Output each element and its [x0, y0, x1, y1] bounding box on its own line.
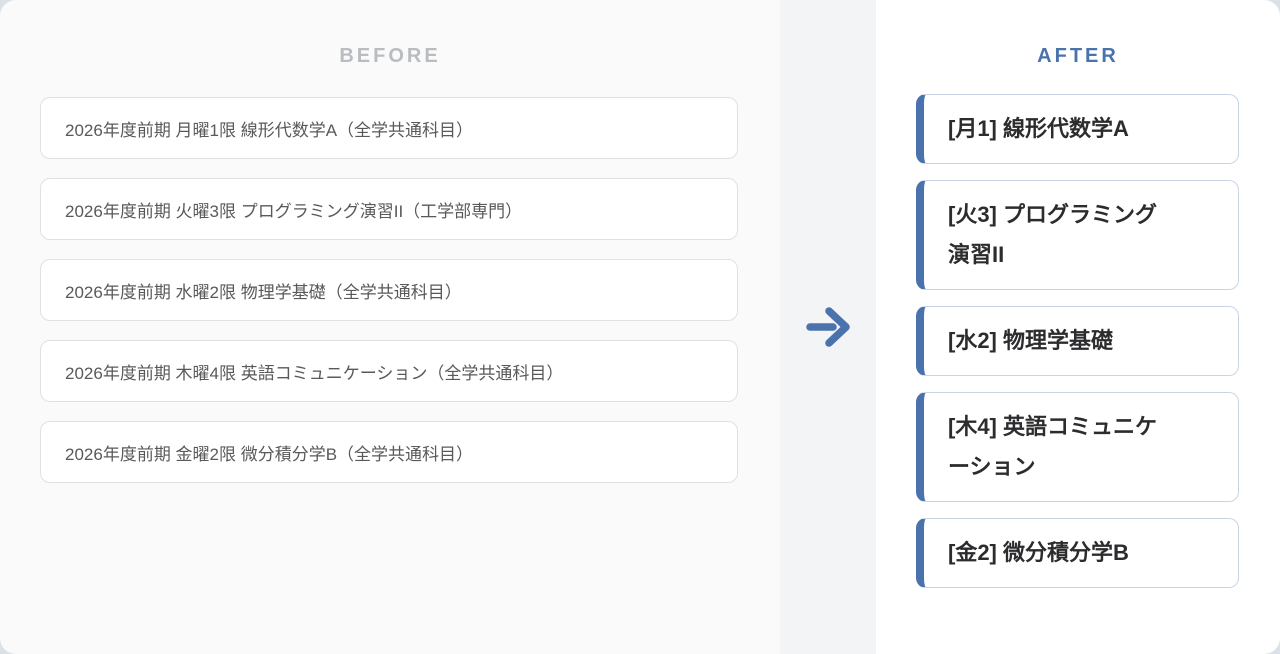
- before-title: BEFORE: [339, 45, 441, 67]
- before-course-item: 2026年度前期 火曜3限 プログラミング演習II（工学部専門）: [40, 178, 738, 240]
- before-course-label: 2026年度前期 木曜4限 英語コミュニケーション（全学共通科目）: [65, 363, 564, 383]
- after-course-item: [金2] 微分積分学B: [916, 518, 1239, 588]
- after-course-label: [木4] 英語コミュニケーション: [948, 414, 1158, 479]
- before-course-label: 2026年度前期 火曜3限 プログラミング演習II（工学部専門）: [65, 201, 523, 221]
- before-course-list: 2026年度前期 月曜1限 線形代数学A（全学共通科目） 2026年度前期 火曜…: [40, 97, 738, 483]
- after-panel: AFTER [月1] 線形代数学A [火3] プログラミング演習II [水2] …: [876, 0, 1280, 654]
- before-course-label: 2026年度前期 水曜2限 物理学基礎（全学共通科目）: [65, 282, 462, 302]
- after-course-item: [木4] 英語コミュニケーション: [916, 392, 1239, 502]
- after-course-list: [月1] 線形代数学A [火3] プログラミング演習II [水2] 物理学基礎 …: [916, 94, 1239, 588]
- before-panel: BEFORE 2026年度前期 月曜1限 線形代数学A（全学共通科目） 2026…: [0, 0, 780, 654]
- after-title: AFTER: [1037, 45, 1119, 67]
- after-course-label: [金2] 微分積分学B: [948, 540, 1129, 565]
- before-course-item: 2026年度前期 水曜2限 物理学基礎（全学共通科目）: [40, 259, 738, 321]
- transform-strip: [780, 0, 876, 654]
- after-course-item: [月1] 線形代数学A: [916, 94, 1239, 164]
- after-course-label: [水2] 物理学基礎: [948, 328, 1114, 353]
- before-course-item: 2026年度前期 木曜4限 英語コミュニケーション（全学共通科目）: [40, 340, 738, 402]
- after-course-label: [月1] 線形代数学A: [948, 116, 1129, 141]
- before-course-item: 2026年度前期 金曜2限 微分積分学B（全学共通科目）: [40, 421, 738, 483]
- arrow-right-icon: [806, 307, 850, 347]
- after-course-label: [火3] プログラミング演習II: [948, 202, 1158, 267]
- before-course-item: 2026年度前期 月曜1限 線形代数学A（全学共通科目）: [40, 97, 738, 159]
- after-course-item: [火3] プログラミング演習II: [916, 180, 1239, 290]
- before-course-label: 2026年度前期 月曜1限 線形代数学A（全学共通科目）: [65, 120, 474, 140]
- after-course-item: [水2] 物理学基礎: [916, 306, 1239, 376]
- before-course-label: 2026年度前期 金曜2限 微分積分学B（全学共通科目）: [65, 444, 474, 464]
